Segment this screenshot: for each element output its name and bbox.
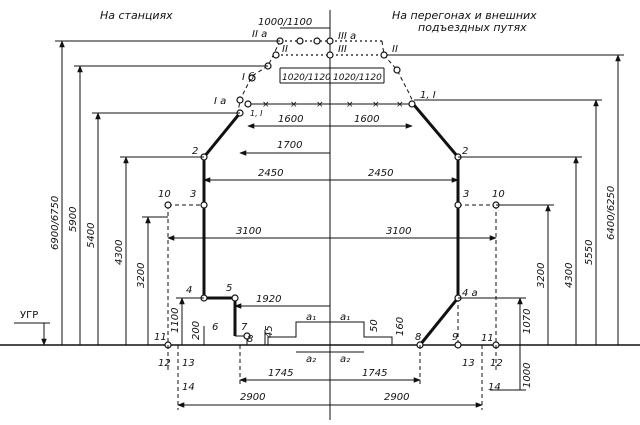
a2-right: a₂ [340, 354, 350, 365]
a1-box-right [330, 321, 393, 345]
dim-160: 160 [395, 317, 406, 336]
dim-mid-left: 1020/1120 [282, 73, 331, 83]
dim-5900: 5900 [68, 207, 79, 232]
a2-left: a₂ [306, 354, 316, 365]
heading-stations: На станциях [100, 9, 173, 22]
dim-6400: 6400/6250 [606, 186, 617, 240]
svg-text:×: × [372, 100, 380, 110]
a1-left: a₁ [306, 312, 316, 323]
label-Ib: I б [242, 71, 254, 83]
svg-text:×: × [262, 100, 270, 110]
svg-text:×: × [346, 100, 354, 110]
dim-2450-left: 2450 [258, 168, 283, 179]
label-2-left: 2 [192, 146, 198, 157]
label-14-right: 14 [488, 382, 501, 393]
label-IIa: II а [252, 29, 267, 40]
label-10-left: 10 [158, 189, 171, 200]
heading-hauls-line2: подъездных путях [418, 21, 527, 34]
label-4: 4 [186, 285, 192, 296]
label-II-right: II [392, 44, 398, 55]
svg-text:×: × [396, 100, 404, 110]
dim-4300-left: 4300 [114, 240, 125, 265]
dim-3200-left: 3200 [136, 263, 147, 288]
a1-box-left [267, 321, 330, 345]
dim-1745-left: 1745 [268, 368, 293, 379]
label-4a: 4 а [462, 288, 478, 299]
dim-200: 200 [191, 321, 202, 340]
label-13-right: 13 [462, 358, 475, 369]
dim-50: 50 [369, 319, 380, 332]
dim-3200-right: 3200 [536, 263, 547, 288]
upper-contour-left [237, 40, 281, 114]
svg-text:×: × [290, 100, 298, 110]
dim-5550: 5550 [584, 240, 595, 265]
label-11-left: 11 [154, 332, 167, 343]
dim-1000: 1000 [522, 363, 533, 388]
dim-1920: 1920 [256, 294, 281, 305]
heading-hauls-line1: На перегонах и внешних [392, 9, 537, 22]
dim-1100: 1100 [170, 308, 181, 333]
main-contour-left [202, 112, 242, 336]
dim-4300-right: 4300 [564, 263, 575, 288]
label-10-right: 10 [492, 189, 505, 200]
dim-top: 1000/1100 [258, 17, 312, 28]
dim-6900: 6900/6750 [50, 196, 61, 250]
dim-3100-left: 3100 [236, 226, 261, 237]
svg-text:×: × [316, 100, 324, 110]
label-II-left: II [282, 44, 288, 55]
label-1I-left: 1, I [250, 109, 263, 118]
label-8-left: 8 [247, 334, 253, 345]
label-III: III [338, 44, 347, 55]
dim-5400: 5400 [86, 223, 97, 248]
dim-1600-left: 1600 [278, 114, 303, 125]
x-marks: × × × × × × [262, 100, 404, 110]
label-9: 9 [452, 332, 458, 343]
label-2-right: 2 [462, 146, 468, 157]
label-11-right: 11 [481, 333, 494, 344]
dim-1745-right: 1745 [362, 368, 387, 379]
dim-1070: 1070 [522, 309, 533, 334]
dim-1600-right: 1600 [354, 114, 379, 125]
label-3-right: 3 [463, 189, 469, 200]
dim-2900-right: 2900 [384, 392, 409, 403]
label-IIIa: III а [338, 31, 356, 42]
label-3-left: 3 [190, 189, 196, 200]
dim-45: 45 [264, 325, 275, 338]
upper-contour-right [381, 40, 415, 106]
dim-1700: 1700 [277, 140, 302, 151]
dim-2450-right: 2450 [368, 168, 393, 179]
dim-mid-right: 1020/1120 [333, 73, 382, 83]
label-12-right: 12 [490, 358, 503, 369]
a1-right: a₁ [340, 312, 350, 323]
label-6: 6 [212, 322, 218, 333]
label-12-left: 12 [158, 358, 171, 369]
label-1I-right: 1, I [420, 90, 436, 101]
label-Ia: I а [214, 96, 226, 107]
label-13-left: 13 [182, 358, 195, 369]
label-5: 5 [226, 283, 232, 294]
rail-level-label: УГР [20, 310, 38, 321]
main-contour-right [412, 104, 460, 346]
label-14-left: 14 [182, 382, 195, 393]
label-7: 7 [241, 322, 248, 333]
dim-3100-right: 3100 [386, 226, 411, 237]
label-8-right: 8 [415, 332, 421, 343]
dim-2900-left: 2900 [240, 392, 265, 403]
contour-points [164, 37, 500, 349]
